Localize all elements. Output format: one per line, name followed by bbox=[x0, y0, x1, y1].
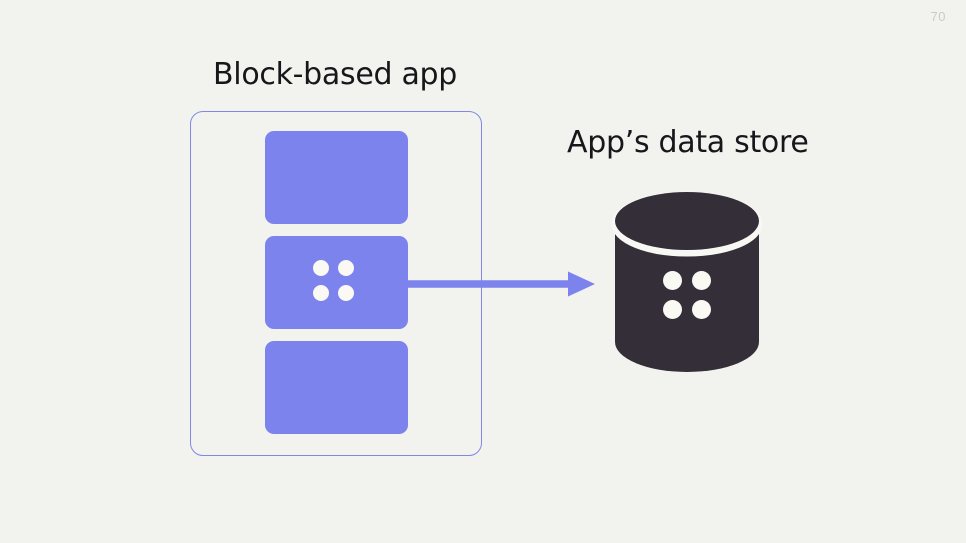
app-data-store-title: App’s data store bbox=[567, 125, 809, 160]
dot bbox=[313, 285, 329, 301]
page-number: 70 bbox=[930, 9, 946, 24]
cylinder-lid bbox=[615, 192, 759, 250]
arrow-right-icon bbox=[406, 271, 595, 297]
four-dots-icon bbox=[313, 260, 354, 301]
dot bbox=[692, 271, 711, 290]
app-block-1 bbox=[265, 131, 408, 224]
dot bbox=[692, 300, 711, 319]
block-based-app-title: Block-based app bbox=[213, 57, 458, 92]
dot bbox=[338, 285, 354, 301]
database-cylinder-icon bbox=[611, 191, 763, 372]
dot bbox=[338, 260, 354, 276]
four-dots-icon bbox=[663, 271, 711, 319]
dot bbox=[663, 271, 682, 290]
app-block-3 bbox=[265, 341, 408, 434]
dot bbox=[663, 300, 682, 319]
cylinder-body bbox=[615, 224, 759, 372]
arrow-head bbox=[568, 271, 595, 297]
dot bbox=[313, 260, 329, 276]
app-block-2-data bbox=[265, 236, 408, 329]
